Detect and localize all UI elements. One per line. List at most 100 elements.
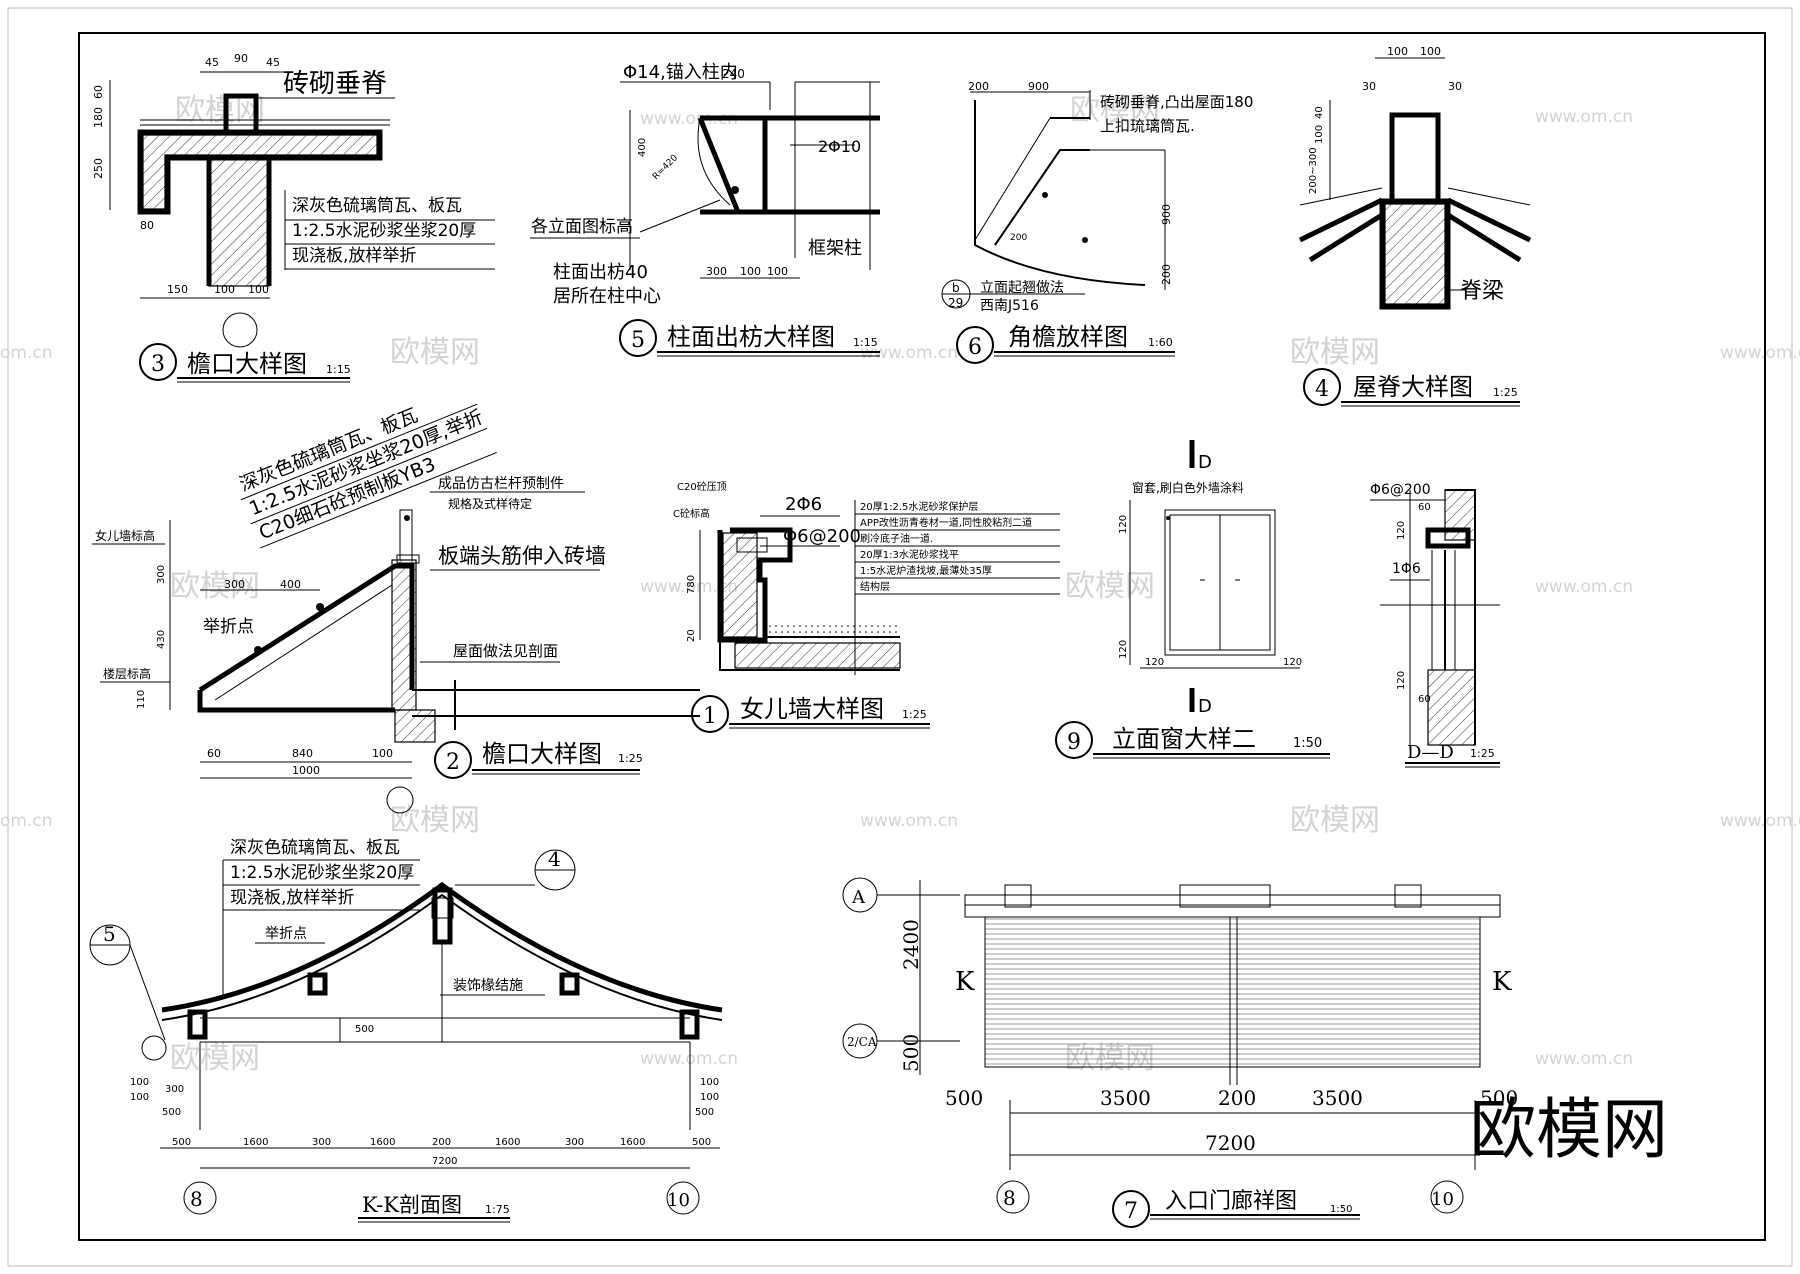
detail-6-corner-eave: 200 900 砖砌垂脊,凸出屋面180 上扣琉璃筒瓦. 200 900 200… — [941, 80, 1253, 364]
brand-logo: 欧模网 — [1470, 1091, 1668, 1168]
svg-text:200: 200 — [432, 1137, 451, 1148]
detail-number: 3 — [151, 352, 165, 377]
detail-9-window: D 窗套,刷白色外墙涂料 120 120 120 120 D 9 立面窗大样二 … — [1055, 440, 1330, 759]
svg-text:500: 500 — [162, 1107, 181, 1118]
watermarks: 欧模网 www.om.cn 欧模网 www.om.cn om.cn 欧模网 ww… — [0, 93, 1800, 1076]
watermark-brand: 欧模网 — [390, 335, 480, 370]
detail-scale: 1:75 — [485, 1203, 510, 1216]
detail-scale: 1:60 — [1148, 336, 1173, 349]
svg-text:K: K — [1492, 967, 1512, 997]
note: C20砼压顶 — [677, 480, 727, 493]
svg-text:100: 100 — [372, 747, 393, 760]
detail-number: 9 — [1067, 730, 1081, 755]
watermark-brand: 欧模网 — [175, 93, 265, 128]
svg-text:7200: 7200 — [1205, 1131, 1256, 1155]
note: 板端头筋伸入砖墙 — [438, 544, 606, 568]
svg-text:300: 300 — [706, 265, 727, 278]
svg-text:240: 240 — [722, 67, 745, 81]
watermark-brand: 欧模网 — [1290, 803, 1380, 838]
svg-text:5: 5 — [103, 922, 116, 946]
svg-text:120: 120 — [1118, 640, 1129, 659]
svg-text:500: 500 — [945, 1086, 983, 1110]
detail-title: 入口门廊祥图 — [1165, 1189, 1297, 1214]
parapet-notes: 20厚1:2.5水泥砂浆保护层 APP改性沥青卷材一道,同性胶粘剂二道 刷冷底子… — [854, 500, 1060, 675]
svg-text:10: 10 — [667, 1190, 690, 1211]
svg-text:100: 100 — [740, 265, 761, 278]
svg-text:b: b — [952, 281, 960, 295]
svg-text:刷冷底子油一道.: 刷冷底子油一道. — [860, 532, 933, 545]
svg-text:60: 60 — [207, 747, 221, 760]
svg-text:40: 40 — [1314, 106, 1325, 119]
svg-text:100: 100 — [214, 283, 235, 296]
svg-text:100: 100 — [700, 1077, 719, 1088]
note: C砼标高 — [673, 507, 710, 520]
watermark-site: www.om.cn — [640, 1049, 738, 1069]
svg-text:20厚1:2.5水泥砂浆保护层: 20厚1:2.5水泥砂浆保护层 — [860, 500, 978, 513]
svg-text:110: 110 — [136, 690, 147, 709]
svg-text:100: 100 — [130, 1092, 149, 1103]
svg-text:结构层: 结构层 — [860, 580, 890, 593]
svg-text:APP改性沥青卷材一道,同性胶粘剂二道: APP改性沥青卷材一道,同性胶粘剂二道 — [860, 516, 1032, 529]
svg-text:1600: 1600 — [620, 1137, 645, 1148]
svg-text:100: 100 — [700, 1092, 719, 1103]
svg-text:150: 150 — [167, 283, 188, 296]
svg-text:D: D — [1198, 452, 1212, 473]
watermark-brand: 欧模网 — [170, 1041, 260, 1076]
detail-scale: 1:25 — [1470, 747, 1495, 760]
svg-text:1:5水泥炉渣找坡,最薄处35厚: 1:5水泥炉渣找坡,最薄处35厚 — [860, 564, 992, 577]
svg-text:8: 8 — [190, 1187, 203, 1211]
detail-3-eave: 砖砌垂脊 45 90 45 60 180 250 80 深灰色硫璃筒瓦、板瓦 1… — [92, 52, 495, 383]
svg-text:400: 400 — [637, 138, 648, 157]
svg-text:1600: 1600 — [495, 1137, 520, 1148]
svg-text:3500: 3500 — [1312, 1086, 1363, 1110]
note: Φ6@200 — [783, 526, 861, 547]
watermark-brand: 欧模网 — [1070, 93, 1160, 128]
watermark-brand: 欧模网 — [1065, 569, 1155, 604]
note: 2Φ10 — [818, 137, 861, 156]
detail-title: D—D — [1407, 742, 1454, 763]
detail-title: 屋脊大样图 — [1353, 373, 1473, 401]
svg-text:30: 30 — [1362, 80, 1376, 93]
outer-frame — [7, 7, 1793, 1267]
svg-text:R=420: R=420 — [651, 153, 680, 182]
note: 2Φ6 — [785, 494, 822, 515]
detail-title: K-K剖面图 — [362, 1193, 462, 1217]
watermark-site: www.om.cn — [1535, 1049, 1633, 1069]
svg-text:120: 120 — [1283, 657, 1302, 668]
svg-text:300: 300 — [224, 578, 245, 591]
svg-text:29: 29 — [948, 296, 963, 310]
detail-scale: 1:25 — [902, 708, 927, 721]
note: 举折点 — [203, 617, 254, 637]
svg-text:45: 45 — [266, 56, 280, 69]
ridge-label: 砖砌垂脊 — [283, 69, 387, 99]
svg-text:2400: 2400 — [899, 919, 923, 970]
note: 深灰色硫璃筒瓦、板瓦 — [230, 838, 400, 858]
detail-scale: 1:50 — [1330, 1204, 1352, 1215]
svg-text:900: 900 — [1160, 204, 1173, 225]
svg-text:200: 200 — [1160, 264, 1173, 285]
detail-title: 柱面出枋大样图 — [667, 323, 835, 351]
svg-text:300: 300 — [165, 1084, 184, 1095]
svg-text:120: 120 — [1145, 657, 1164, 668]
note: 规格及式样待定 — [448, 496, 532, 511]
svg-text:200: 200 — [1218, 1086, 1256, 1110]
svg-text:100: 100 — [130, 1077, 149, 1088]
svg-text:30: 30 — [1448, 80, 1462, 93]
note: 1:2.5水泥砂浆坐浆20厚 — [292, 221, 476, 241]
detail-number: 6 — [968, 335, 982, 360]
svg-text:60: 60 — [1418, 694, 1431, 705]
svg-text:K: K — [955, 967, 975, 997]
watermark-site: www.om.cn — [1535, 107, 1633, 127]
svg-text:500: 500 — [899, 1034, 923, 1072]
detail-number: 7 — [1124, 1199, 1138, 1224]
svg-text:7200: 7200 — [432, 1156, 457, 1167]
detail-title: 女儿墙大样图 — [740, 695, 884, 723]
svg-text:D: D — [1198, 696, 1212, 717]
detail-title: 檐口大样图 — [482, 740, 602, 768]
detail-number: 1 — [703, 704, 717, 729]
note: 居所在柱中心 — [553, 286, 661, 307]
svg-text:100: 100 — [1314, 125, 1325, 144]
note: 立面起翘做法 — [980, 280, 1064, 296]
watermark-brand: 欧模网 — [170, 569, 260, 604]
note: 现浇板,放样举折 — [230, 888, 354, 908]
